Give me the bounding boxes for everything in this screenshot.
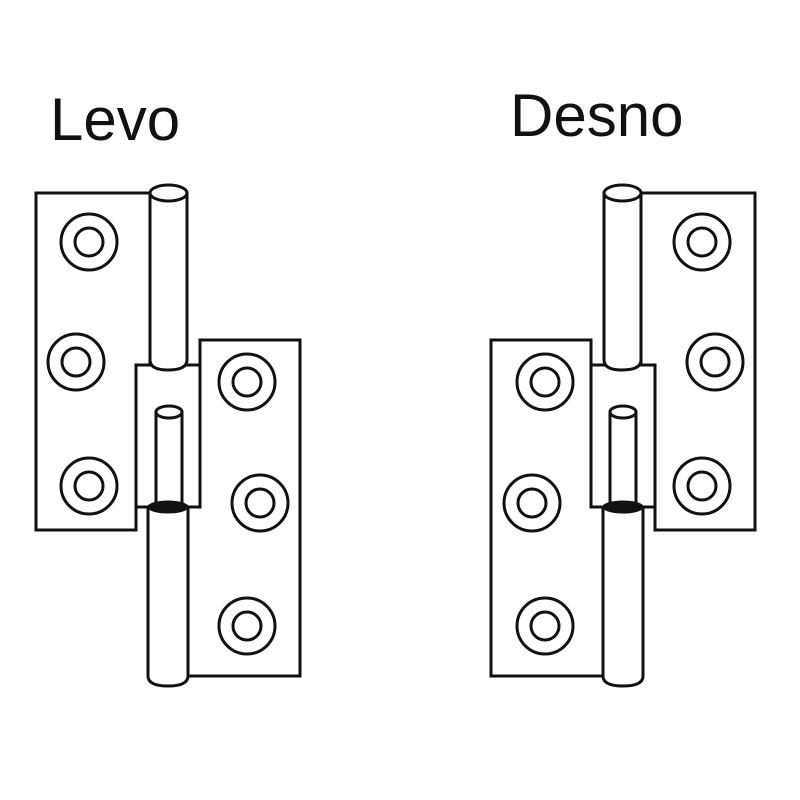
left-hinge-screw-hole [59,456,119,516]
left-hinge-screw-hole [59,212,119,272]
label-left-hinge: Levo [50,86,181,153]
right-hinge-screw-hole [685,332,745,392]
left-hinge-lower-pin-top [154,404,184,507]
left-hinge-screw-hole [217,596,277,656]
right-hinge-screw-hole [672,212,732,272]
left-hinge-screw-hole [230,473,290,533]
left-hinge [34,183,302,688]
right-hinge-screw-hole [502,473,562,533]
right-hinge [489,183,757,688]
right-hinge-screw-hole [672,456,732,516]
right-hinge-upper-pin [602,183,643,372]
left-hinge-screw-hole [217,352,277,412]
right-hinge-lower-barrel [601,500,645,688]
right-hinge-lower-pin-top [608,404,638,507]
right-hinge-screw-hole [515,596,575,656]
label-right-hinge: Desno [510,82,684,149]
left-hinge-upper-pin [148,183,189,372]
right-hinge-screw-hole [515,352,575,412]
left-hinge-screw-hole [46,332,106,392]
left-hinge-lower-barrel [146,500,190,688]
